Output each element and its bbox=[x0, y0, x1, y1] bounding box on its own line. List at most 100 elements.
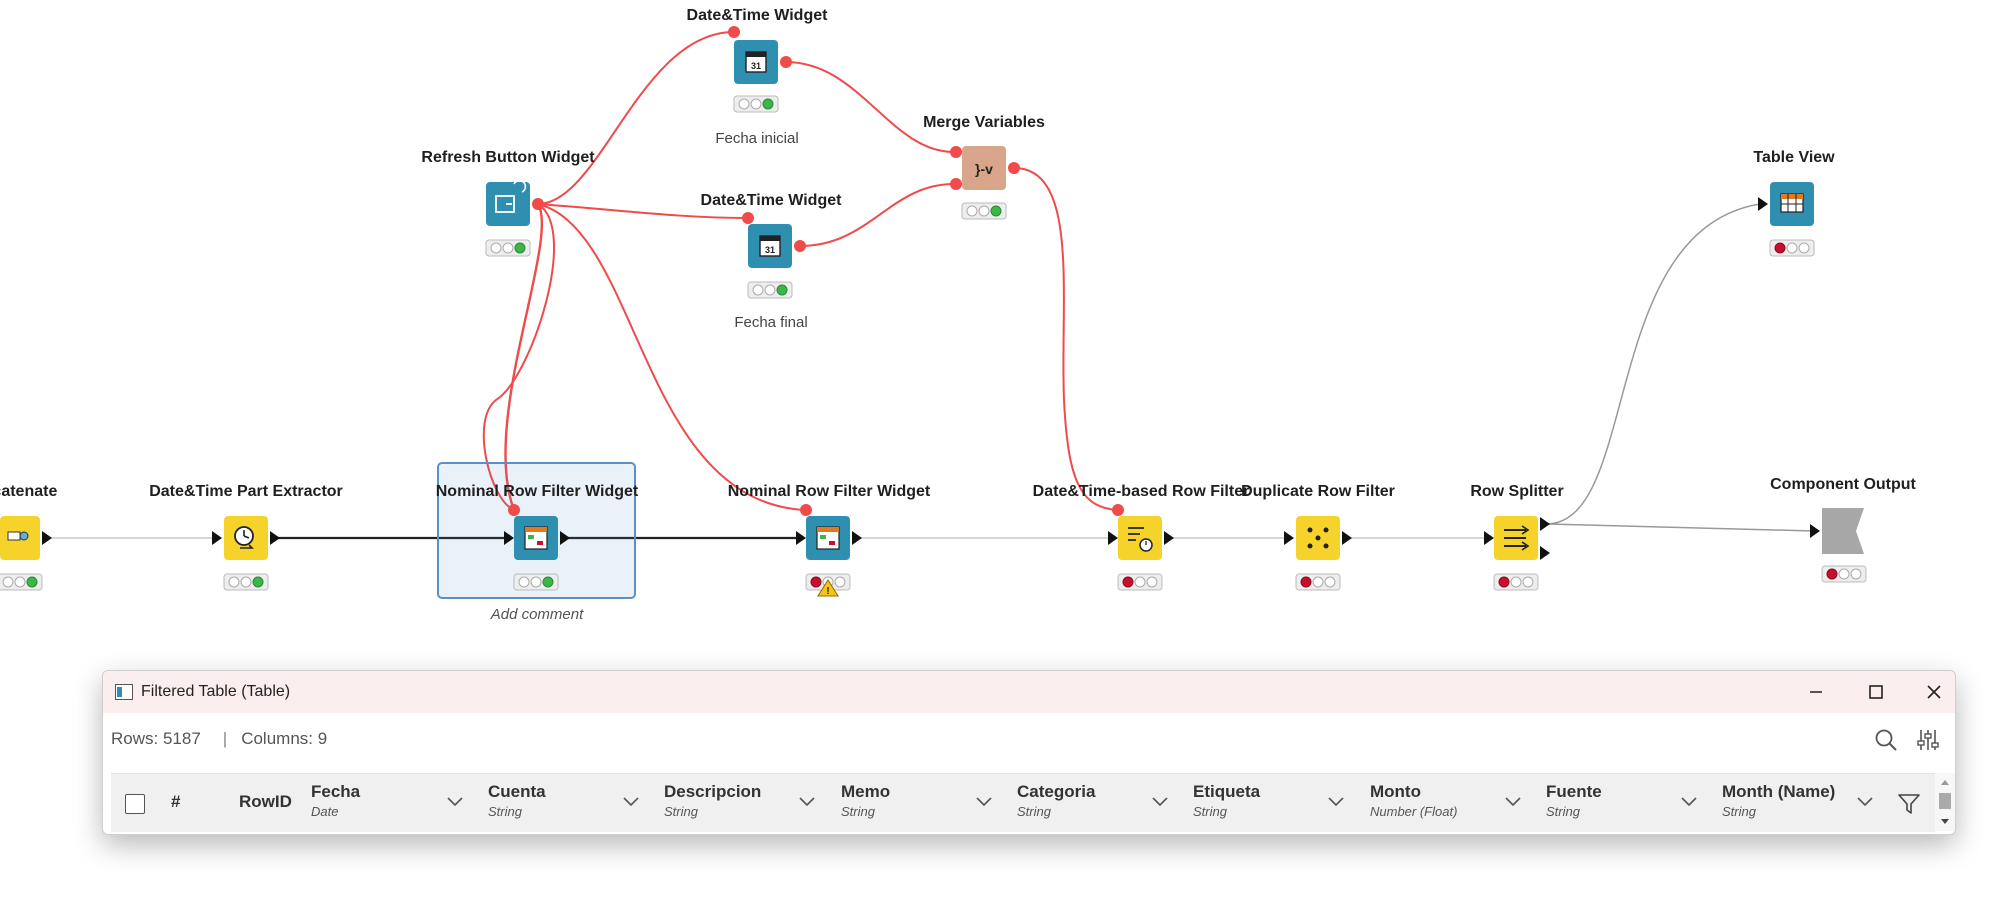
var-connection-refresh-to-nominal2[interactable] bbox=[537, 203, 805, 511]
node-label-dt-part-extractor: Date&Time Part Extractor bbox=[149, 483, 343, 500]
maximize-button[interactable] bbox=[1861, 677, 1891, 707]
status-lights bbox=[223, 573, 269, 591]
node-dt-row-filter[interactable] bbox=[1108, 504, 1174, 591]
node-comment-dt-widget-2[interactable]: Fecha final bbox=[734, 314, 808, 331]
node-component-output[interactable] bbox=[1810, 508, 1867, 583]
node-label-duplicate-row-filter: Duplicate Row Filter bbox=[1241, 483, 1395, 500]
output-port[interactable] bbox=[1164, 531, 1174, 545]
input-port[interactable] bbox=[1810, 524, 1820, 538]
input-port[interactable] bbox=[212, 531, 222, 545]
filter-icon[interactable] bbox=[1897, 792, 1921, 816]
node-dt-part-extractor[interactable] bbox=[212, 516, 280, 591]
node-label-refresh-button: Refresh Button Widget bbox=[421, 149, 595, 166]
column-name: Descripcion bbox=[664, 782, 762, 801]
column-type: String bbox=[664, 804, 698, 819]
output-port[interactable] bbox=[852, 531, 862, 545]
var-connection-dt2-to-merge[interactable] bbox=[799, 183, 955, 247]
variable-input-port[interactable] bbox=[742, 212, 754, 224]
column-header-cuenta[interactable]: Cuenta String bbox=[488, 782, 546, 819]
variable-output-port[interactable] bbox=[794, 240, 806, 252]
output-port[interactable] bbox=[270, 531, 280, 545]
node-merge-variables[interactable]: }-v bbox=[950, 146, 1020, 220]
chevron-down-icon[interactable] bbox=[976, 796, 992, 808]
column-header-monto[interactable]: Monto Number (Float) bbox=[1370, 782, 1457, 819]
scroll-up-icon[interactable] bbox=[1941, 780, 1949, 785]
search-icon[interactable] bbox=[1873, 727, 1899, 753]
maximize-icon bbox=[1869, 685, 1883, 699]
node-refresh-button-widget[interactable] bbox=[485, 179, 544, 257]
node-dt-widget-2[interactable]: 31 bbox=[742, 212, 806, 299]
var-connection-refresh-to-nominal1[interactable] bbox=[482, 203, 555, 511]
status-lights bbox=[1117, 573, 1163, 591]
window-titlebar[interactable]: Filtered Table (Table) bbox=[103, 671, 1955, 713]
column-name: Cuenta bbox=[488, 782, 546, 801]
scroll-thumb[interactable] bbox=[1939, 793, 1951, 809]
output-port-bottom[interactable] bbox=[1540, 546, 1550, 560]
variable-input-port[interactable] bbox=[1112, 504, 1124, 516]
column-header-categoria[interactable]: Categoria String bbox=[1017, 782, 1095, 819]
column-header-month-name[interactable]: Month (Name) String bbox=[1722, 782, 1835, 819]
node-nominal-row-filter-1[interactable] bbox=[504, 504, 570, 591]
header-rowid[interactable]: RowID bbox=[239, 792, 292, 811]
variable-input-port[interactable] bbox=[508, 504, 520, 516]
status-lights bbox=[961, 202, 1007, 220]
output-port[interactable] bbox=[1342, 531, 1352, 545]
close-button[interactable] bbox=[1919, 677, 1949, 707]
input-port[interactable] bbox=[504, 531, 514, 545]
variable-input-port[interactable] bbox=[950, 146, 962, 158]
var-connection-dt1-to-merge[interactable] bbox=[785, 61, 955, 153]
variable-output-port[interactable] bbox=[532, 198, 544, 210]
node-comment-dt-widget-1[interactable]: Fecha inicial bbox=[715, 130, 799, 147]
connection-splitter-to-output[interactable] bbox=[1547, 523, 1815, 532]
connection-splitter-to-tableview[interactable] bbox=[1547, 203, 1761, 525]
variable-input-port[interactable] bbox=[728, 26, 740, 38]
node-nominal-row-filter-2[interactable]: ! bbox=[796, 504, 862, 597]
nominal-filter-icon bbox=[816, 526, 840, 550]
var-connection-merge-to-dtfilter[interactable] bbox=[1013, 167, 1119, 511]
variable-output-port[interactable] bbox=[780, 56, 792, 68]
column-header-memo[interactable]: Memo String bbox=[841, 782, 890, 819]
node-comment-add-comment[interactable]: Add comment bbox=[490, 606, 584, 623]
select-all-checkbox[interactable] bbox=[125, 794, 145, 814]
chevron-down-icon[interactable] bbox=[1681, 796, 1697, 808]
chevron-down-icon[interactable] bbox=[447, 796, 463, 808]
column-header-fuente[interactable]: Fuente String bbox=[1546, 782, 1602, 819]
node-dt-widget-1[interactable]: 31 bbox=[728, 26, 792, 113]
input-port[interactable] bbox=[1108, 531, 1118, 545]
warning-icon[interactable]: ! bbox=[817, 579, 839, 597]
var-connection-refresh-to-dt1[interactable] bbox=[537, 31, 735, 205]
column-header-fecha[interactable]: Fecha Date bbox=[311, 782, 360, 819]
input-port[interactable] bbox=[796, 531, 806, 545]
scroll-down-icon[interactable] bbox=[1941, 819, 1949, 824]
variable-input-port[interactable] bbox=[800, 504, 812, 516]
chevron-down-icon[interactable] bbox=[1328, 796, 1344, 808]
node-duplicate-row-filter[interactable] bbox=[1284, 516, 1352, 591]
input-port[interactable] bbox=[1758, 197, 1768, 211]
chevron-down-icon[interactable] bbox=[799, 796, 815, 808]
column-header-etiqueta[interactable]: Etiqueta String bbox=[1193, 782, 1260, 819]
table-view-window[interactable]: Filtered Table (Table) Rows: 5187 | Colu… bbox=[102, 670, 1956, 835]
node-table-view[interactable] bbox=[1758, 182, 1815, 257]
column-header-descripcion[interactable]: Descripcion String bbox=[664, 782, 761, 819]
input-port[interactable] bbox=[1484, 531, 1494, 545]
table-info-bar: Rows: 5187 | Columns: 9 bbox=[103, 713, 1955, 765]
chevron-down-icon[interactable] bbox=[623, 796, 639, 808]
vertical-scrollbar[interactable] bbox=[1935, 773, 1955, 831]
variable-output-port[interactable] bbox=[1008, 162, 1020, 174]
minimize-button[interactable] bbox=[1801, 677, 1831, 707]
input-port[interactable] bbox=[1284, 531, 1294, 545]
output-port-top[interactable] bbox=[1540, 517, 1550, 531]
output-port[interactable] bbox=[42, 531, 52, 545]
chevron-down-icon[interactable] bbox=[1505, 796, 1521, 808]
variable-input-port[interactable] bbox=[950, 178, 962, 190]
chevron-down-icon[interactable] bbox=[1857, 796, 1873, 808]
node-row-splitter[interactable] bbox=[1484, 516, 1550, 591]
column-settings-icon[interactable] bbox=[1915, 727, 1941, 753]
output-port[interactable] bbox=[560, 531, 570, 545]
merge-variables-icon: }-v bbox=[975, 161, 993, 177]
chevron-down-icon[interactable] bbox=[1152, 796, 1168, 808]
node-concatenate[interactable] bbox=[0, 516, 52, 591]
var-connection-refresh-to-nominal1b[interactable] bbox=[504, 203, 544, 511]
var-connection-refresh-to-dt2[interactable] bbox=[537, 203, 749, 219]
